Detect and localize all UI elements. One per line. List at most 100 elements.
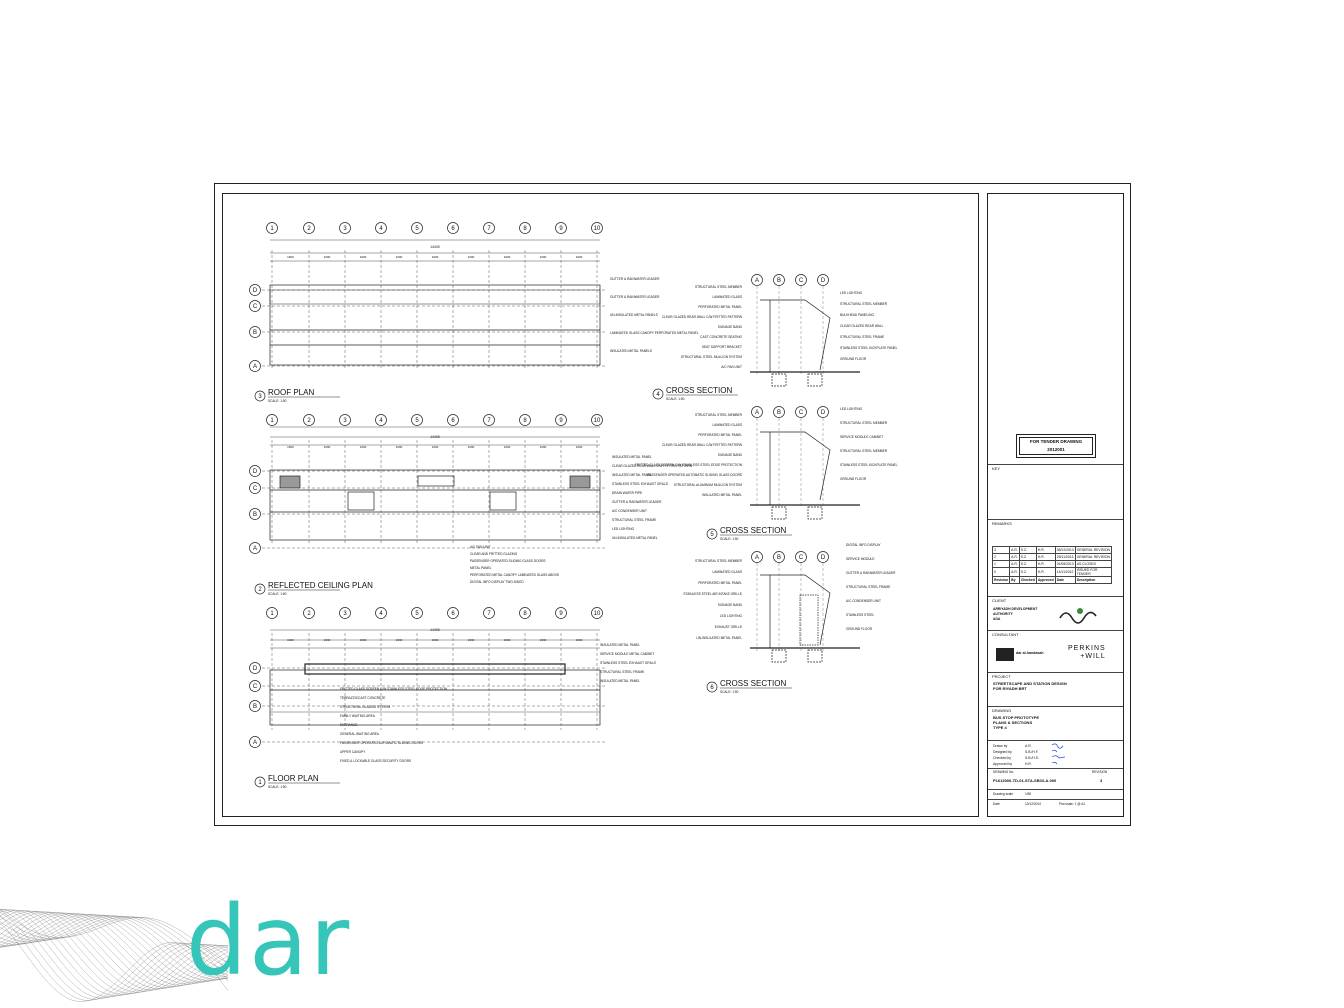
svg-text:C: C <box>253 684 258 690</box>
checked-by-label: Checked by <box>993 756 1011 760</box>
drawn-by-label: Drawn by <box>993 744 1008 748</box>
section-grid-bubble-C: C <box>795 406 807 418</box>
floor-note: FIXED & LOCKABLE GLASS SECURITY DOORS <box>340 759 411 763</box>
grid-bubble-B: B <box>249 700 261 712</box>
svg-text:D: D <box>821 410 826 416</box>
grid-bubble-C: C <box>249 300 261 312</box>
grid-bubble-8: 8 <box>519 222 531 234</box>
grid-bubble-6: 6 <box>447 222 459 234</box>
svg-text:6: 6 <box>451 611 455 617</box>
svg-text:C: C <box>253 486 258 492</box>
svg-text:8: 8 <box>523 611 527 617</box>
section-6-note: STRUCTURAL STEEL MEMBER <box>695 559 743 563</box>
section-6-note: A/C CONDENSER UNIT <box>846 599 881 603</box>
grid-bubble-C: C <box>249 680 261 692</box>
section-4-note: SIGNAGE BAND <box>718 325 743 329</box>
grid-bubble-B: B <box>249 508 261 520</box>
project-label: PROJECT <box>992 674 1011 679</box>
section-5-note: PASSENGER OPERATED AUTOMATIC SLIDING GLA… <box>647 473 742 477</box>
svg-text:4: 4 <box>379 418 383 424</box>
drawing-line-1: BUS STOP PROTOTYPE <box>993 715 1040 720</box>
bay-dimension: 1600 <box>360 445 367 449</box>
section-5-note: CLEAR GLAZED REAR WALL C/W FRITTED PATTE… <box>662 443 743 447</box>
section-grid-bubble-A: A <box>751 551 763 563</box>
section-4-note: STRUCTURAL STEEL MULLION SYSTEM <box>681 355 743 359</box>
svg-text:4: 4 <box>379 226 383 232</box>
section-5-note: GROUND FLOOR <box>840 477 867 481</box>
floor-note: INSULATED METAL PANEL <box>600 643 640 647</box>
svg-text:C: C <box>799 410 804 416</box>
project-line-1: STREETSCAPE AND STATION DESIGN <box>993 681 1067 686</box>
overall-dimension: 14400 <box>430 628 440 632</box>
grid-bubble-7: 7 <box>483 607 495 619</box>
section-grid-bubble-D: D <box>817 274 829 286</box>
svg-text:5: 5 <box>415 226 419 232</box>
svg-text:ROOF PLAN: ROOF PLAN <box>268 388 314 397</box>
section-6-note: STAINLESS STEEL AIR INTAKE GRILLE <box>683 592 742 596</box>
svg-text:8: 8 <box>523 418 527 424</box>
consultant-2a: PERKINS <box>1068 645 1106 652</box>
svg-text:3: 3 <box>343 226 347 232</box>
ceiling-note: DRAIN WATER PIPE <box>612 491 642 495</box>
svg-text:6: 6 <box>451 226 455 232</box>
bay-dimension: 1600 <box>432 255 439 259</box>
svg-text:1: 1 <box>270 611 274 617</box>
remarks-label: REMARKS <box>992 521 1012 526</box>
overall-dimension: 14400 <box>430 245 440 249</box>
ceiling-plan-outline <box>269 426 601 541</box>
svg-text:SCALE: 1:50: SCALE: 1:50 <box>666 397 685 401</box>
svg-text:CROSS SECTION: CROSS SECTION <box>666 386 732 395</box>
svg-text:D: D <box>821 555 826 561</box>
svg-text:C: C <box>253 304 258 310</box>
svg-text:4: 4 <box>656 392 660 398</box>
svg-text:1: 1 <box>270 226 274 232</box>
section-4-note: STAINLESS STEEL KICKPLATE PANEL <box>840 346 898 350</box>
svg-text:A: A <box>253 740 257 746</box>
grid-bubble-C: C <box>249 482 261 494</box>
section-6-note: GROUND FLOOR <box>846 627 873 631</box>
svg-text:5: 5 <box>710 532 714 538</box>
client-name-2: ADA <box>993 617 1001 621</box>
svg-text:7: 7 <box>487 226 491 232</box>
section-5-note: LAMINATED GLASS <box>712 423 742 427</box>
section-4-note: STRUCTURAL STEEL MEMBER <box>840 302 888 306</box>
designed-by: S.B./H.F. <box>1025 750 1039 754</box>
svg-text:3: 3 <box>343 418 347 424</box>
consultant-2b: +WILL <box>1080 653 1106 660</box>
grid-bubble-4: 4 <box>375 607 387 619</box>
drawing-line-3: TYPE 4 <box>993 725 1007 730</box>
plot-scale: Plot scale: 1 @ A1 <box>1059 802 1086 806</box>
svg-text:B: B <box>253 330 257 336</box>
grid-bubble-5: 5 <box>411 414 423 426</box>
grid-bubble-9: 9 <box>555 414 567 426</box>
section-4-note: BULKHEAD PANELING <box>840 313 874 317</box>
wave-graphic <box>0 908 229 1002</box>
revision-label: REVISION <box>1092 770 1108 774</box>
section-6-note: LAMINATED GLASS <box>712 570 742 574</box>
bay-dimension: 1600 <box>540 638 547 642</box>
svg-text:B: B <box>777 555 781 561</box>
ceiling-note: LED LIGHTING <box>612 527 635 531</box>
section-6-note: STRUCTURAL STEEL FRAME <box>846 585 890 589</box>
grid-bubble-9: 9 <box>555 222 567 234</box>
section-grid-bubble-B: B <box>773 551 785 563</box>
date-label: Date <box>993 802 1000 806</box>
svg-text:5: 5 <box>415 418 419 424</box>
section-6-note: GUTTER & RAINWATER LEADER <box>846 571 896 575</box>
svg-text:10: 10 <box>594 611 601 617</box>
grid-bubble-6: 6 <box>447 414 459 426</box>
svg-text:3: 3 <box>258 394 262 400</box>
section-5-note: STRUCTURAL STEEL MEMBER <box>695 413 743 417</box>
roof-plan-outline <box>269 239 601 366</box>
section-4-note: GROUND FLOOR <box>840 357 867 361</box>
svg-text:SCALE: 1:50: SCALE: 1:50 <box>720 690 739 694</box>
svg-text:1: 1 <box>258 780 262 786</box>
grid-bubble-2: 2 <box>303 414 315 426</box>
svg-text:SCALE: 1:50: SCALE: 1:50 <box>720 537 739 541</box>
section-grid-bubble-B: B <box>773 406 785 418</box>
